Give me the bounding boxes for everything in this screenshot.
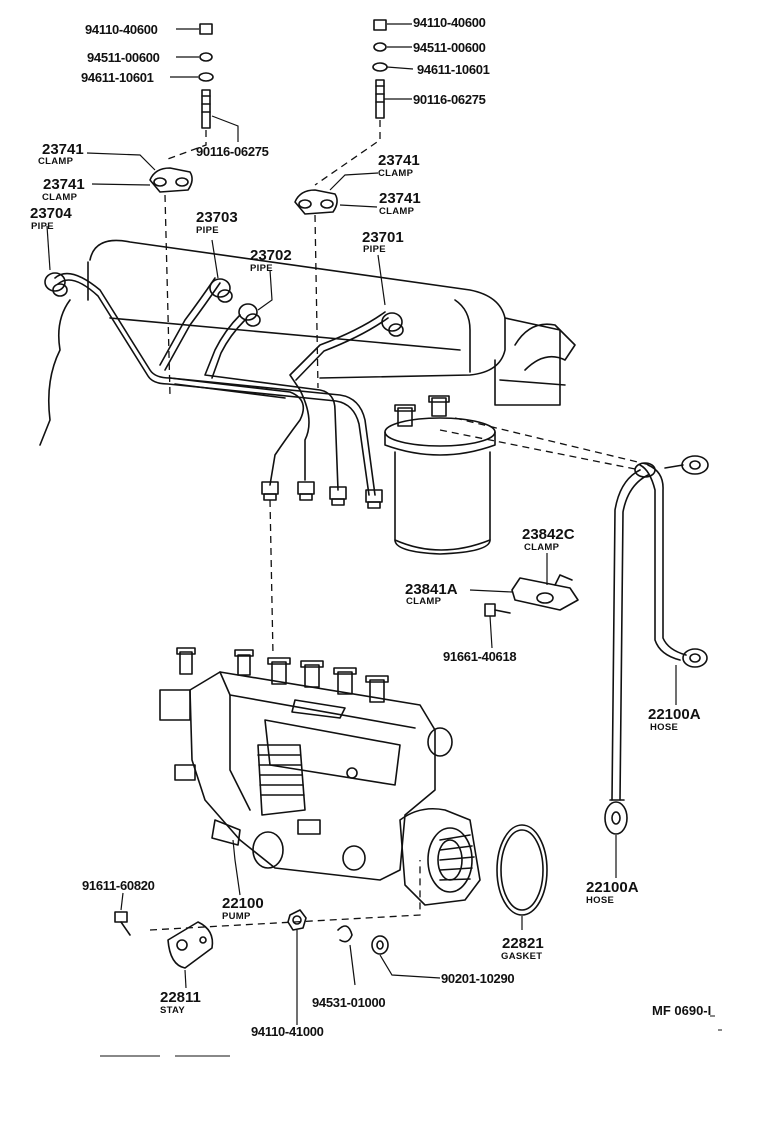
label-22821: 22821 [502, 935, 544, 952]
leader-lines [46, 23, 677, 1025]
label-22100: 22100 [222, 895, 264, 912]
label-91611-60820: 91611-60820 [82, 878, 155, 893]
injection-pipes [54, 272, 389, 496]
injection-pump [159, 647, 481, 906]
label-23703: 23703 [196, 209, 238, 226]
label-clamp-d: CLAMP [379, 206, 415, 217]
fuel-hose-right [639, 455, 709, 668]
label-23701: 23701 [362, 229, 404, 246]
label-90201-10290: 90201-10290 [441, 971, 515, 986]
label-90116-06275-left: 90116-06275 [196, 144, 269, 159]
label-94110-41000: 94110-41000 [251, 1024, 324, 1039]
label-hose-upper: HOSE [650, 722, 679, 733]
label-94511-00600-left: 94511-00600 [87, 50, 160, 65]
label-94110-40600-right: 94110-40600 [413, 15, 486, 30]
label-94531-01000: 94531-01000 [312, 995, 386, 1010]
label-pipe-23701: PIPE [363, 244, 386, 255]
pipe-clamp-set [484, 574, 579, 617]
label-94511-00600-right: 94511-00600 [413, 40, 486, 55]
label-94611-10601-left: 94611-10601 [81, 70, 154, 85]
label-pump: PUMP [222, 911, 251, 922]
cylinder-head-cover [39, 239, 576, 446]
nut-94110-41000 [287, 909, 307, 931]
label-pipe-23702: PIPE [250, 263, 273, 274]
label-23741-d: 23741 [379, 190, 421, 207]
label-91661-40618: 91661-40618 [443, 649, 517, 664]
clamp-23741-right [294, 189, 338, 215]
label-23741-b: 23741 [43, 176, 85, 193]
label-94110-40600-left: 94110-40600 [85, 22, 158, 37]
fuel-hose-left [604, 462, 656, 835]
label-23702: 23702 [250, 247, 292, 264]
label-clamp-b: CLAMP [42, 192, 78, 203]
label-pipe-23704: PIPE [31, 221, 54, 232]
label-23842c: 23842C [522, 526, 575, 543]
stay-22811 [167, 921, 214, 969]
washer-90201 [371, 935, 389, 955]
gasket [496, 824, 548, 916]
washer-94531 [337, 925, 353, 943]
label-pipe-23703: PIPE [196, 225, 219, 236]
label-clamp-c: CLAMP [378, 168, 414, 179]
label-hose-lower: HOSE [586, 895, 615, 906]
label-clamp-a: CLAMP [38, 156, 74, 167]
label-22811: 22811 [160, 989, 201, 1006]
label-23841a: 23841A [405, 581, 458, 598]
fuel-filter [384, 395, 496, 555]
label-23704: 23704 [30, 205, 72, 222]
drawing-reference: MF 0690-I [652, 1003, 712, 1018]
label-gasket: GASKET [501, 951, 543, 962]
label-stay: STAY [160, 1005, 185, 1016]
assembly-dashed-lines [149, 120, 651, 931]
label-23741-a: 23741 [42, 141, 84, 158]
scan-marks [100, 1015, 722, 1057]
label-94611-10601-right: 94611-10601 [417, 62, 490, 77]
fastener-stack-right [372, 19, 388, 119]
clamp-23741-left [149, 167, 193, 193]
label-clamp-23841a: CLAMP [406, 596, 442, 607]
label-23741-c: 23741 [378, 152, 420, 169]
fastener-stack-left [198, 23, 214, 129]
bolt-91611 [114, 911, 131, 936]
label-90116-06275-right: 90116-06275 [413, 92, 486, 107]
label-22100a-lower: 22100A [586, 879, 639, 896]
label-clamp-23842c: CLAMP [524, 542, 560, 553]
label-22100a-upper: 22100A [648, 706, 701, 723]
